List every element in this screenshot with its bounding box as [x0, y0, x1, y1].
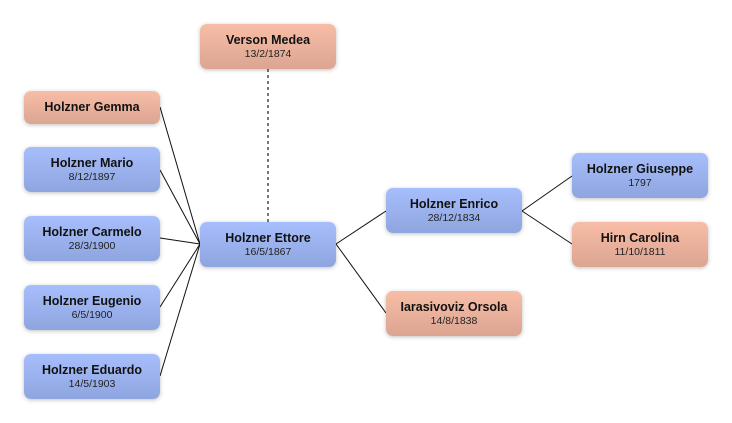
- person-node-holzner-giuseppe[interactable]: Holzner Giuseppe 1797: [572, 153, 708, 198]
- person-node-holzner-gemma[interactable]: Holzner Gemma: [24, 91, 160, 124]
- parent-link-orsola: [335, 243, 387, 314]
- person-date: 14/5/1903: [68, 377, 116, 390]
- person-name: Hirn Carolina: [600, 230, 680, 245]
- child-link-eugenio: [159, 243, 201, 308]
- person-date: 11/10/1811: [614, 245, 666, 258]
- person-node-holzner-ettore[interactable]: Holzner Ettore 16/5/1867: [200, 222, 336, 267]
- person-name: Holzner Mario: [50, 155, 134, 170]
- person-date: 14/8/1838: [430, 314, 478, 327]
- person-name: Holzner Ettore: [225, 230, 311, 245]
- person-date: 16/5/1867: [244, 245, 292, 258]
- person-node-holzner-eduardo[interactable]: Holzner Eduardo 14/5/1903: [24, 354, 160, 399]
- person-node-holzner-enrico[interactable]: Holzner Enrico 28/12/1834: [386, 188, 522, 233]
- person-node-holzner-mario[interactable]: Holzner Mario 8/12/1897: [24, 147, 160, 192]
- person-date: 1797: [628, 176, 652, 189]
- person-date: 6/5/1900: [71, 308, 113, 321]
- person-date: 8/12/1897: [68, 170, 116, 183]
- child-link-eduardo: [159, 243, 201, 377]
- person-name: Holzner Enrico: [409, 196, 499, 211]
- person-node-iarasivoviz-orsola[interactable]: Iarasivoviz Orsola 14/8/1838: [386, 291, 522, 336]
- person-name: Holzner Gemma: [44, 100, 140, 114]
- person-name: Verson Medea: [225, 32, 311, 47]
- person-name: Holzner Carmelo: [42, 224, 142, 239]
- child-link-carmelo: [159, 237, 201, 245]
- person-date: 28/12/1834: [427, 211, 481, 224]
- person-node-verson-medea[interactable]: Verson Medea 13/2/1874: [200, 24, 336, 69]
- parent-link-enrico: [335, 210, 387, 245]
- person-date: 13/2/1874: [244, 47, 292, 60]
- parent-link-giuseppe: [521, 175, 573, 212]
- person-node-hirn-carolina[interactable]: Hirn Carolina 11/10/1811: [572, 222, 708, 267]
- person-name: Holzner Eugenio: [42, 293, 142, 308]
- person-name: Holzner Eduardo: [41, 362, 142, 377]
- person-name: Holzner Giuseppe: [586, 161, 694, 176]
- child-link-mario: [159, 169, 201, 245]
- person-date: 28/3/1900: [68, 239, 116, 252]
- person-name: Iarasivoviz Orsola: [400, 299, 508, 314]
- parent-link-carolina: [521, 210, 573, 245]
- child-link-gemma: [159, 106, 201, 245]
- person-node-holzner-carmelo[interactable]: Holzner Carmelo 28/3/1900: [24, 216, 160, 261]
- person-node-holzner-eugenio[interactable]: Holzner Eugenio 6/5/1900: [24, 285, 160, 330]
